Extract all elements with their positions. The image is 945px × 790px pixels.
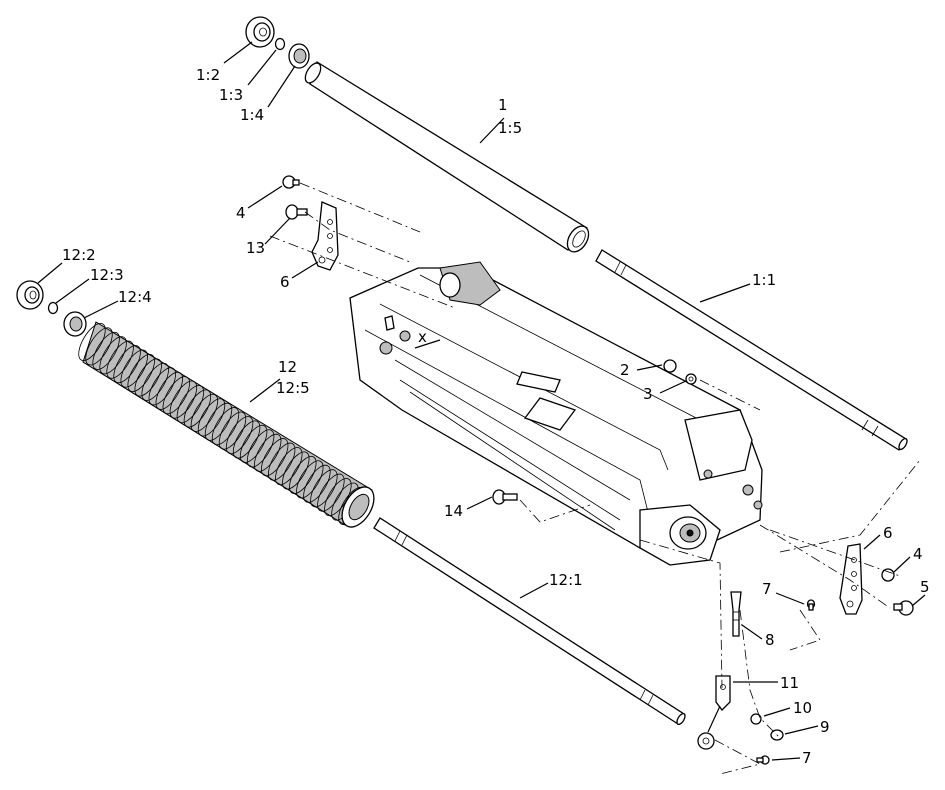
callout-12-3: 12:3 (90, 266, 124, 284)
washer-3 (685, 373, 697, 385)
screw-7-lower (756, 755, 770, 765)
callout-12-5: 12:5 (276, 379, 310, 397)
callout-12: 12 (278, 358, 297, 376)
callout-12-2: 12:2 (62, 246, 96, 264)
roller-tube-1-5 (304, 61, 590, 253)
callout-13: 13 (246, 239, 265, 257)
callout-4-right: 4 (913, 545, 923, 563)
roller-groove (211, 407, 240, 446)
roller-groove (232, 420, 261, 459)
front-roller-assembly (245, 16, 908, 451)
cutting-unit-frame: x (349, 261, 763, 566)
roller-groove (275, 447, 303, 486)
bolt-13 (285, 204, 308, 220)
callout-7-lower: 7 (802, 749, 812, 767)
roller-groove (218, 411, 247, 450)
roller-groove (239, 424, 268, 463)
washer-10 (750, 713, 762, 725)
link-11 (697, 675, 731, 750)
callout-1-1: 1:1 (752, 271, 776, 289)
roller-shaft-12-1 (373, 517, 686, 726)
bearing-1-2 (245, 16, 275, 48)
callout-6-right: 6 (883, 524, 893, 542)
roller-groove (289, 456, 317, 494)
callout-14: 14 (444, 502, 463, 520)
roller-groove (148, 367, 176, 406)
roller-groove (162, 376, 190, 415)
callout-2: 2 (620, 361, 630, 379)
callout-1-4: 1:4 (240, 106, 264, 124)
roller-groove (113, 345, 141, 384)
callout-labels: 1:2 1:3 1:4 1 1:5 4 13 6 1:1 12:2 12:3 1… (62, 66, 930, 767)
callout-12-4: 12:4 (118, 288, 152, 306)
callout-3: 3 (643, 385, 653, 403)
callout-1-3: 1:3 (219, 86, 243, 104)
bolt-14 (492, 489, 518, 505)
roller-groove (317, 473, 345, 512)
roller-groove (99, 336, 127, 375)
roller-groove (120, 349, 148, 388)
roller-shaft-1-1 (595, 249, 908, 451)
callout-1-2: 1:2 (196, 66, 220, 84)
roller-groove (127, 354, 155, 392)
leader-lines (37, 41, 926, 761)
x-mark: x (418, 328, 427, 346)
roller-groove (183, 389, 212, 428)
roller-groove (254, 433, 282, 472)
roller-groove (282, 451, 310, 490)
callout-7-upper: 7 (762, 580, 772, 598)
callout-1-5: 1:5 (498, 119, 522, 137)
assembly-center-lines (269, 182, 921, 775)
roller-groove (310, 469, 338, 508)
roller-groove (141, 362, 169, 401)
arm-6-left (311, 201, 339, 271)
rear-roller-assembly (16, 280, 686, 726)
snap-ring-1-3 (274, 37, 286, 51)
bearing-12-2 (16, 280, 44, 310)
roller-groove (261, 438, 289, 477)
callout-4-top: 4 (236, 204, 246, 222)
screw-7-upper (806, 599, 816, 611)
roller-groove (92, 331, 120, 370)
roller-groove (176, 385, 205, 424)
callout-11: 11 (780, 674, 799, 692)
roller-groove (190, 393, 219, 432)
roller-groove (197, 398, 226, 437)
cap-4-right (881, 568, 895, 582)
seal-12-4 (63, 311, 87, 337)
callout-1: 1 (498, 96, 508, 114)
callout-12-1: 12:1 (549, 571, 583, 589)
roller-groove (169, 380, 198, 419)
roller-groove (204, 402, 233, 441)
seal-1-4 (288, 43, 310, 69)
roller-groove (246, 429, 275, 468)
roller-groove (106, 340, 134, 379)
bolt-4-top (282, 175, 300, 189)
arm-6-right (839, 543, 863, 615)
roller-groove (85, 327, 113, 366)
roller-groove (134, 358, 162, 397)
callout-8: 8 (765, 631, 775, 649)
grooved-roller-12-5 (78, 321, 375, 528)
roller-groove (225, 416, 254, 455)
rod-8 (730, 591, 742, 637)
roller-groove (296, 460, 324, 499)
roller-groove (268, 442, 296, 481)
callout-6-left: 6 (280, 273, 290, 291)
callout-5: 5 (920, 578, 930, 596)
callout-10: 10 (793, 699, 812, 717)
roller-groove (78, 323, 106, 361)
bolt-5 (893, 600, 914, 616)
callout-9: 9 (820, 718, 830, 736)
roller-groove (155, 371, 183, 410)
snap-ring-12-3 (47, 301, 59, 315)
roller-groove (303, 464, 331, 503)
nut-2 (663, 359, 677, 373)
